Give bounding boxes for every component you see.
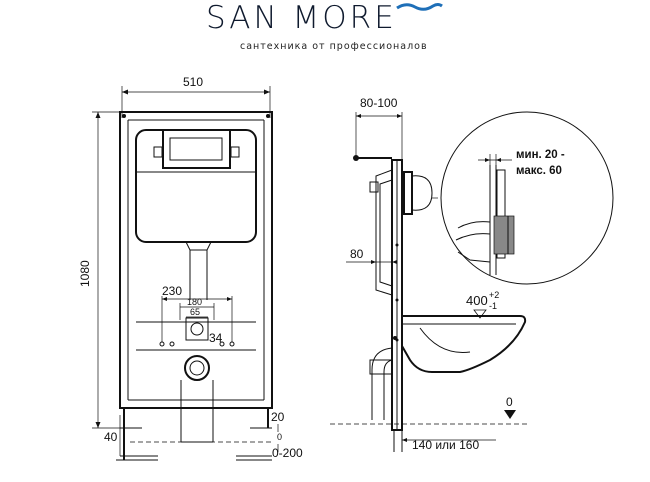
zero-mark-label: 0 bbox=[277, 432, 282, 442]
range-0-200-label: 0-200 bbox=[272, 446, 303, 460]
width-510-label: 510 bbox=[183, 75, 203, 89]
foot-40-label: 40 bbox=[104, 430, 118, 444]
bowl-height-400-label: 400 bbox=[466, 293, 488, 308]
offset-34-label: 34 bbox=[209, 331, 223, 345]
tolerance-minus-label: -1 bbox=[489, 301, 497, 311]
floor-zero-label: 0 bbox=[506, 395, 513, 409]
wall-thickness-line1: мин. 20 - bbox=[516, 149, 565, 161]
logo-wave-mark bbox=[396, 3, 443, 11]
inner-65-label: 65 bbox=[190, 307, 200, 317]
wall-thickness-line2: макс. 60 bbox=[516, 165, 562, 177]
wall-thickness-detail: мин. 20 - макс. 60 bbox=[432, 111, 614, 285]
brand-logo: SAN MORE сантехника от профессионалов bbox=[206, 0, 443, 52]
pipe-spacing-230-label: 230 bbox=[162, 284, 182, 298]
inner-180-label: 180 bbox=[187, 297, 202, 307]
brand-tagline: сантехника от профессионалов bbox=[240, 41, 428, 52]
side-view: 80-100 80 400 +2 -1 bbox=[330, 96, 530, 452]
adjust-20-label: 20 bbox=[271, 410, 285, 424]
offset-80-label: 80 bbox=[350, 247, 364, 261]
brand-name: SAN MORE bbox=[206, 0, 397, 36]
front-view: 510 230 180 65 bbox=[78, 75, 303, 461]
tolerance-plus-label: +2 bbox=[489, 290, 499, 300]
height-1080-label: 1080 bbox=[78, 260, 92, 287]
clearance-140-160-label: 140 или 160 bbox=[412, 438, 479, 452]
depth-80-100-label: 80-100 bbox=[360, 96, 398, 110]
